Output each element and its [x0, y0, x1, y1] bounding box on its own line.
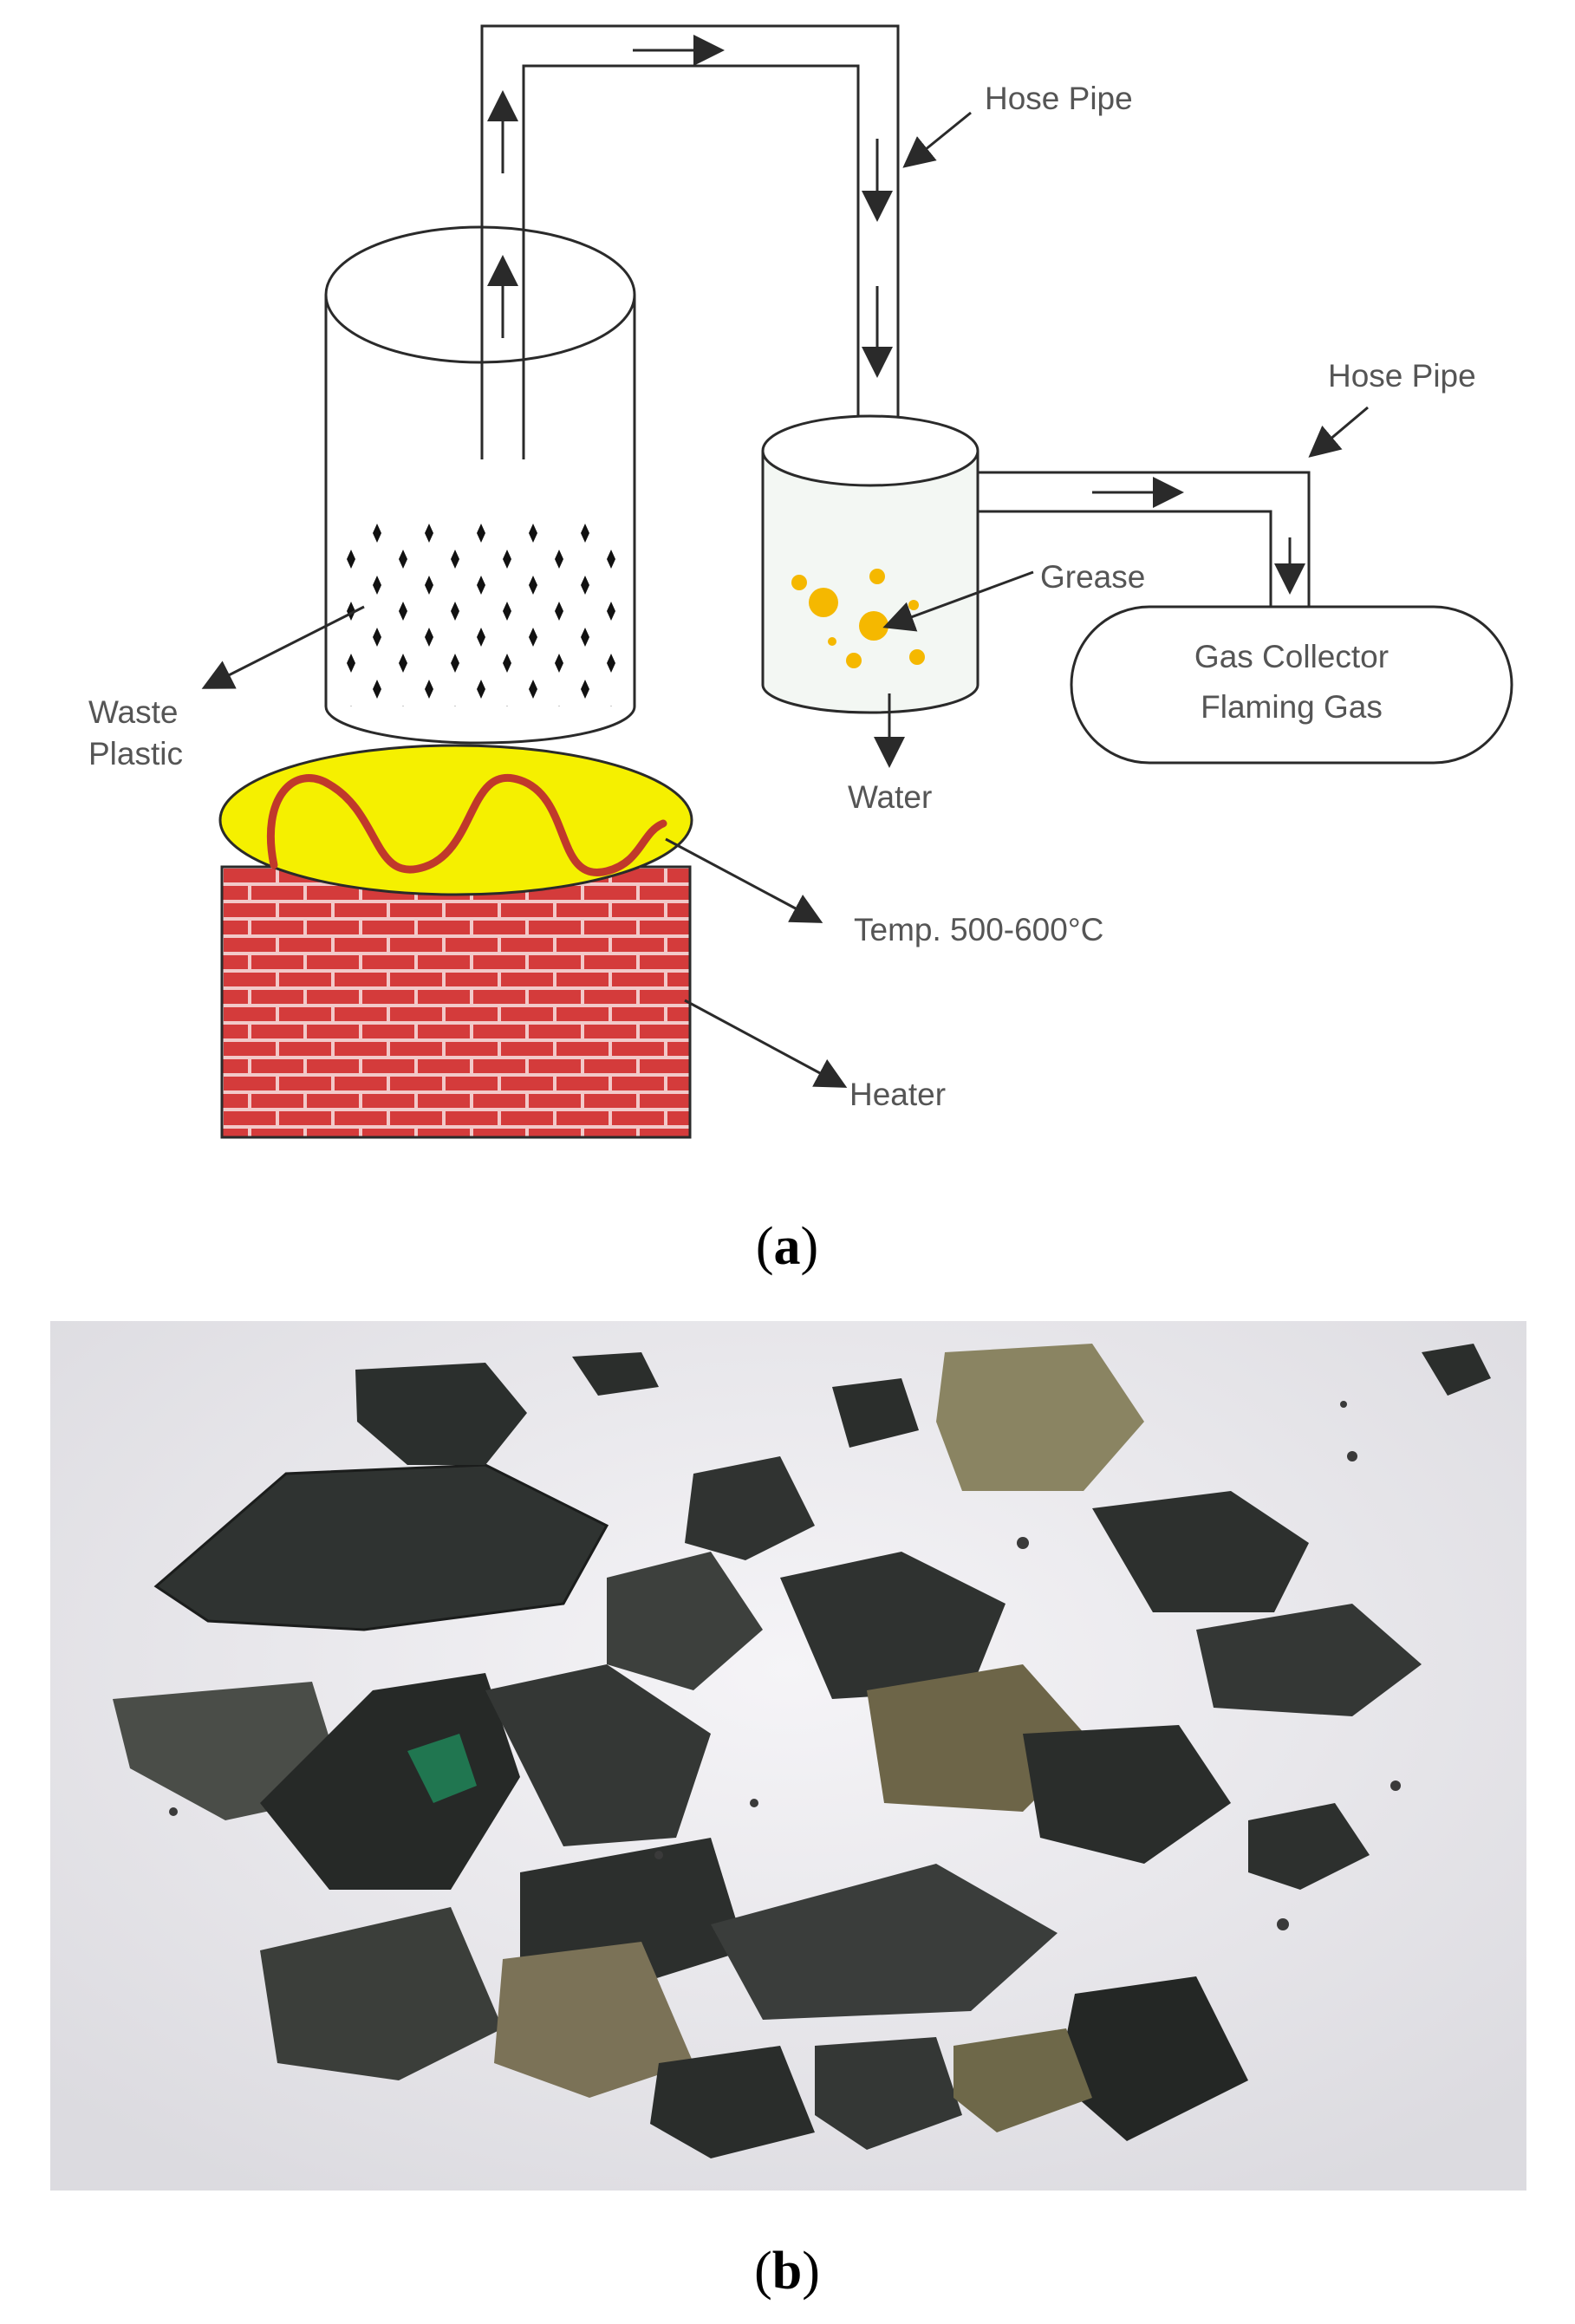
label-heater: Heater	[849, 1077, 946, 1112]
panel-label-b: (b)	[754, 2242, 820, 2301]
condenser-vessel	[761, 414, 979, 768]
heater	[218, 744, 693, 1139]
label-plastic: Plastic	[88, 736, 183, 771]
char-residue-photo	[50, 1321, 1526, 2191]
heater-hot-plate	[218, 744, 693, 896]
label-temperature: Temp. 500-600°C	[854, 912, 1103, 947]
grease-drops	[791, 569, 925, 668]
reactor-vessel	[324, 225, 636, 745]
leader-lines	[201, 111, 1369, 1088]
hose-pipe-secondary	[978, 471, 1311, 607]
heating-coil	[266, 774, 667, 876]
char-fragments	[113, 1344, 1491, 2158]
label-water: Water	[848, 779, 932, 815]
label-gas-collector: Gas Collector	[1194, 639, 1389, 674]
hose-pipe-main	[480, 24, 900, 511]
label-grease: Grease	[1040, 559, 1145, 595]
label-flaming-gas: Flaming Gas	[1201, 689, 1383, 725]
pyrolysis-diagram: Hose Pipe Hose Pipe Grease Gas Collector…	[88, 24, 1513, 1276]
panel-label-a: (a)	[756, 1217, 818, 1276]
label-waste: Waste	[88, 694, 178, 730]
waste-plastic-fill	[340, 520, 622, 706]
label-hose-pipe-right: Hose Pipe	[1328, 358, 1476, 394]
label-hose-pipe-top: Hose Pipe	[985, 81, 1133, 116]
gas-collector	[1070, 605, 1513, 765]
char-specks	[169, 1401, 1401, 1930]
